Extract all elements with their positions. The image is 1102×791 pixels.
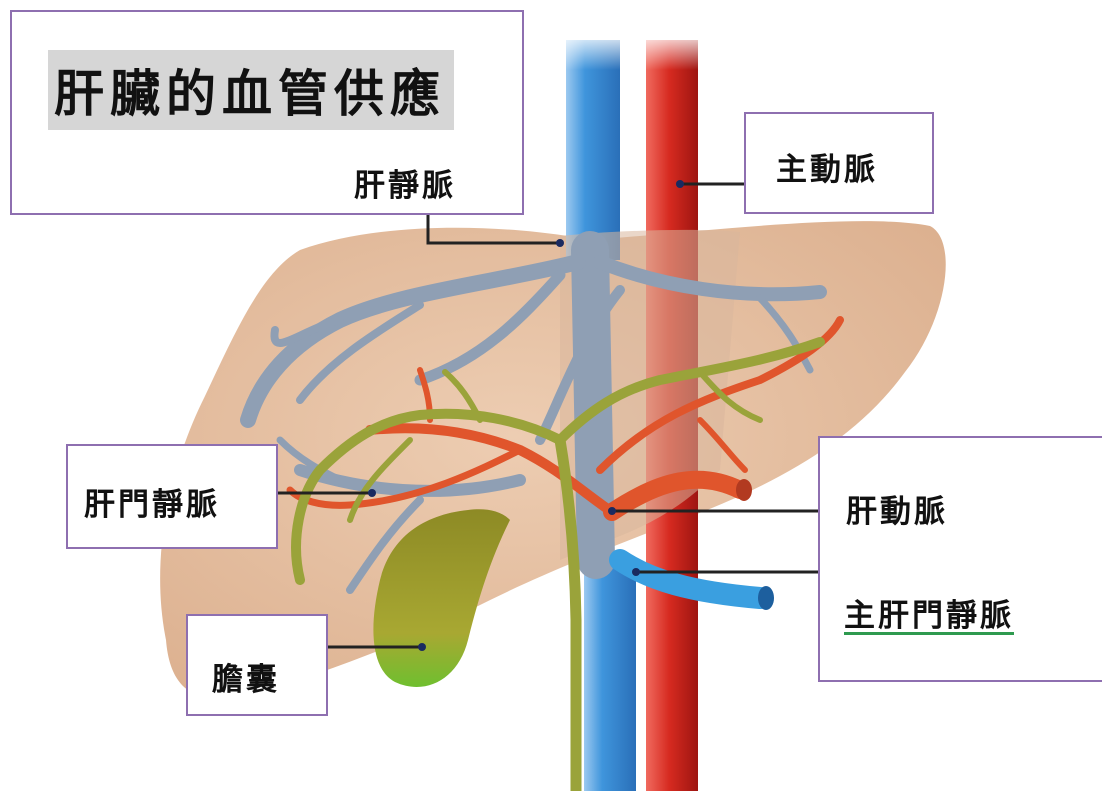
vena-cava-upper	[566, 40, 620, 260]
vena-cava-lower	[584, 560, 636, 791]
label-hepatic-artery: 肝動脈	[846, 486, 948, 531]
title-box: 肝臟的血管供應 肝靜脈	[10, 10, 524, 215]
vessel-fade	[540, 30, 740, 70]
label-hepatic-vein: 肝靜脈	[354, 160, 456, 205]
aorta-label-box: 主動脈	[744, 112, 934, 214]
page-title: 肝臟的血管供應	[48, 50, 454, 130]
artery-end	[736, 479, 752, 501]
label-portal-vein: 肝門靜脈	[84, 479, 220, 524]
label-gallbladder: 膽囊	[212, 654, 280, 699]
gallbladder-label-box: 膽囊	[186, 614, 328, 716]
label-main-portal-vein: 主肝門靜脈	[844, 590, 1014, 635]
artery-portal-label-box: 肝動脈 主肝門靜脈	[818, 436, 1102, 682]
portal-vein-end	[758, 586, 774, 610]
label-aorta: 主動脈	[776, 144, 878, 189]
portal-vein-label-box: 肝門靜脈	[66, 444, 278, 549]
